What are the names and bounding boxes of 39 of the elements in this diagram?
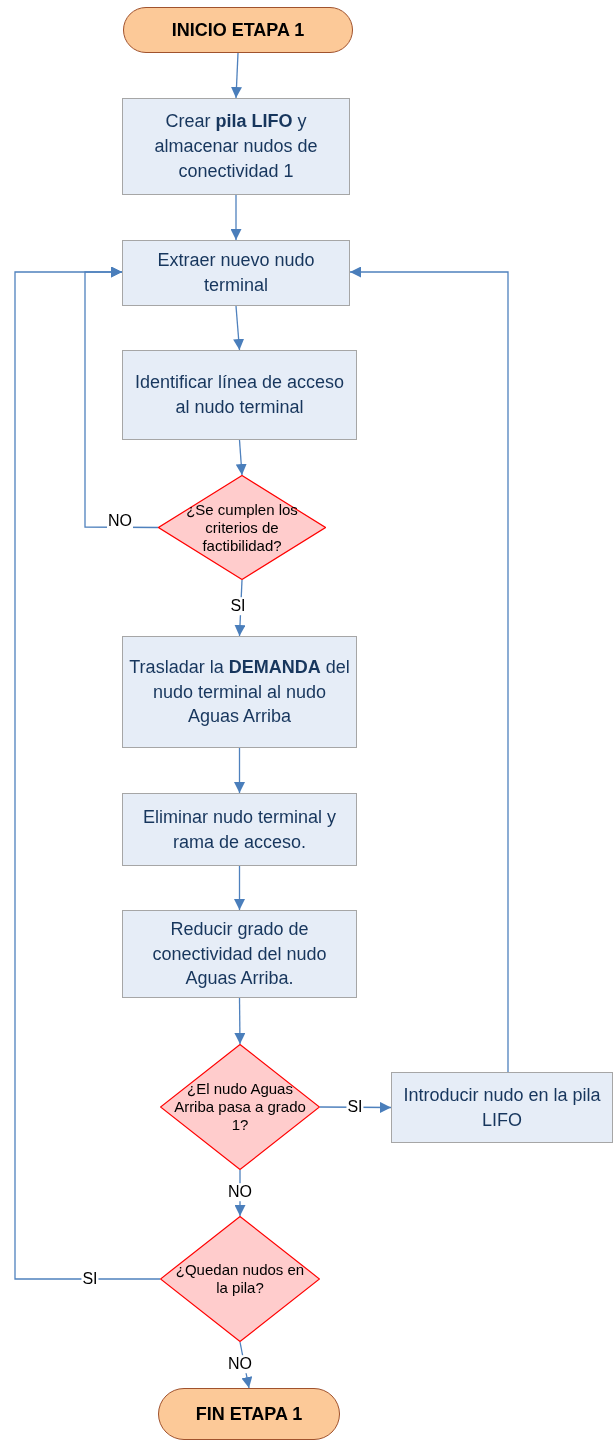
node-text: Trasladar la DEMANDA del nudo terminal al nudo Aguas Arriba	[129, 655, 350, 729]
process-box	[122, 98, 350, 195]
arrow	[234, 997, 246, 1045]
edge-label: NO	[227, 1355, 253, 1373]
arrow	[14, 266, 161, 1280]
decision-diamond	[160, 1044, 320, 1170]
process-box	[122, 240, 350, 306]
node-text: INICIO ETAPA 1	[171, 18, 305, 42]
process-box	[391, 1072, 613, 1143]
node-text: Eliminar nudo terminal y rama de acceso.	[141, 805, 338, 854]
edge-label: NO	[227, 1183, 253, 1201]
decision-diamond	[160, 1216, 320, 1342]
node-text: FIN ETAPA 1	[195, 1402, 303, 1426]
arrow	[234, 747, 245, 794]
terminal-pill	[158, 1388, 340, 1440]
arrow	[234, 865, 245, 911]
node-text: Reducir grado de conectividad del nudo Aguas Arriba.	[151, 917, 328, 991]
terminal-pill	[123, 7, 353, 53]
node-text: Identificar línea de acceso al nudo terminal	[133, 371, 346, 419]
node-text: ¿El nudo Aguas Arriba pasa a grado 1?	[173, 1080, 307, 1134]
node-text: Crear pila LIFO y almacenar nudos de conectividad 1	[153, 110, 319, 183]
arrow	[231, 52, 242, 99]
edge-label: SI	[229, 597, 247, 615]
process-box	[122, 636, 357, 748]
arrow	[235, 439, 247, 476]
node-text: Extraer nuevo nudo terminal	[156, 249, 316, 297]
process-box	[122, 910, 357, 998]
process-box	[122, 350, 357, 440]
arrow	[349, 266, 509, 1073]
node-text: ¿Quedan nudos en la pila?	[174, 1261, 306, 1297]
arrow	[319, 1101, 392, 1113]
arrow	[233, 305, 245, 351]
arrow	[230, 194, 242, 241]
arrow	[234, 579, 246, 637]
process-box	[122, 793, 357, 866]
node-text: Introducir nudo en la pila LIFO	[402, 1083, 602, 1132]
edge-label: NO	[107, 512, 133, 530]
node-text: ¿Se cumplen los criterios de factibilidad?	[185, 500, 299, 555]
decision-diamond	[158, 475, 326, 580]
